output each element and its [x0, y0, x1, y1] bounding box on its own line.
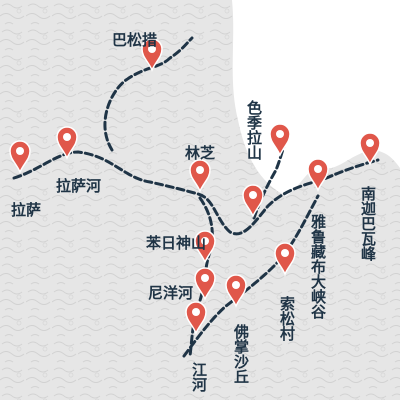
label-linzhi: 林芝	[185, 144, 215, 162]
route-yarlung	[182, 194, 320, 358]
label-basongcuo: 巴松措	[112, 31, 157, 49]
label-yaluzangbudaxiagu: 雅鲁藏布大峡谷	[309, 213, 327, 320]
label-nanjiabawafeng: 南迦巴瓦峰	[359, 185, 377, 261]
route-basongcuo	[103, 36, 194, 152]
pin-sejilashan[interactable]	[269, 123, 291, 156]
label-benrishenshan: 苯日神山	[145, 234, 206, 252]
label-niyanghe: 尼洋河	[148, 284, 193, 302]
land-area-east	[300, 294, 400, 400]
label-lasahe: 拉萨河	[56, 177, 101, 195]
label-jianghe: 江河	[190, 361, 208, 393]
label-sejilashan: 色季拉山	[245, 99, 263, 161]
label-fozhangshaqiu: 佛掌沙丘	[232, 323, 250, 384]
label-lasa: 拉萨	[11, 201, 41, 219]
label-suosongcun: 索松村	[278, 295, 296, 342]
